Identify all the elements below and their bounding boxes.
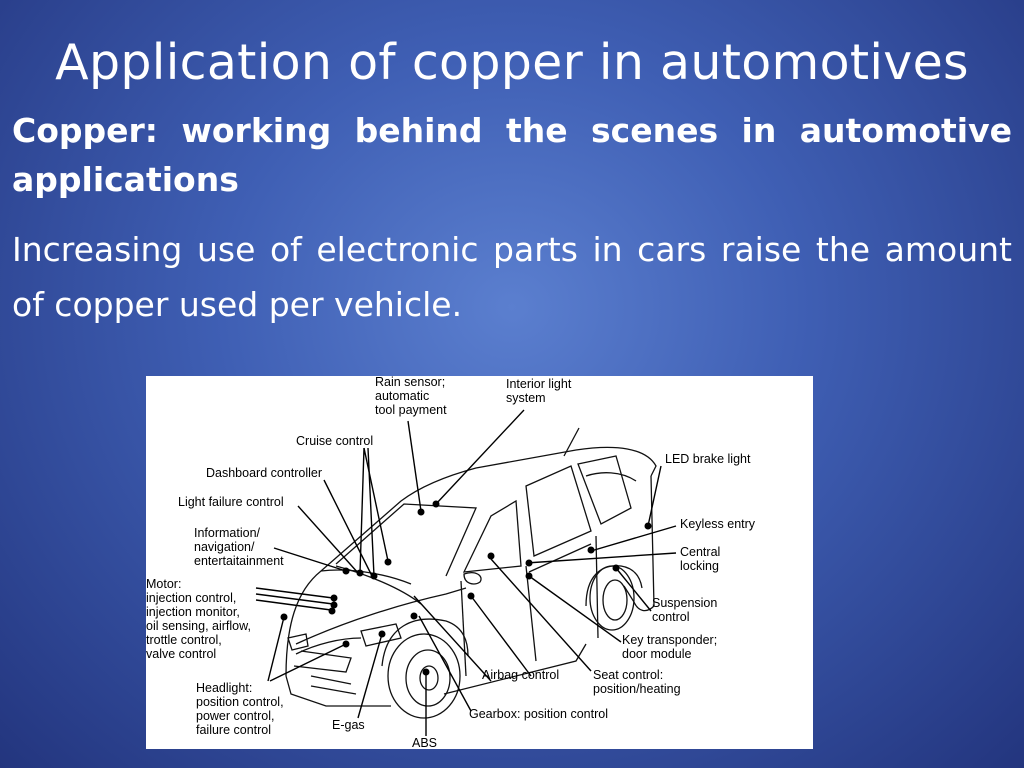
label-information: Information/ navigation/ entertaitainmen… [194,526,284,568]
label-key-transponder: Key transponder; door module [622,633,718,661]
label-motor: Motor: injection control, injection moni… [146,577,251,661]
label-airbag-control: Airbag control [482,668,560,682]
car-electronics-diagram: Rain sensor; automatic tool payment Inte… [146,376,813,749]
label-interior-light: Interior light system [506,377,572,405]
label-cruise-control: Cruise control [296,434,374,448]
label-led-brake-light: LED brake light [665,452,751,466]
callout-lines [255,409,677,736]
label-central-locking: Central locking [680,545,721,573]
callout-dots [280,500,652,676]
car-drawing [255,409,677,736]
label-gearbox: Gearbox: position control [469,707,608,721]
car-outline [285,427,657,719]
label-egas: E-gas [332,718,365,732]
slide-title: Application of copper in automotives [55,34,969,91]
slide-subtitle: Copper: working behind the scenes in aut… [12,111,1012,199]
slide-body-text: Increasing use of electronic parts in ca… [12,230,1012,324]
label-keyless-entry: Keyless entry [680,517,756,531]
label-seat-control: Seat control: position/heating [593,668,681,696]
label-light-failure-control: Light failure control [178,495,284,509]
label-suspension-control: Suspension control [652,596,718,624]
label-rain-sensor: Rain sensor; automatic tool payment [375,376,447,417]
label-abs: ABS [412,736,438,749]
label-headlight: Headlight: position control, power contr… [196,681,284,737]
label-dashboard-controller: Dashboard controller [206,466,323,480]
